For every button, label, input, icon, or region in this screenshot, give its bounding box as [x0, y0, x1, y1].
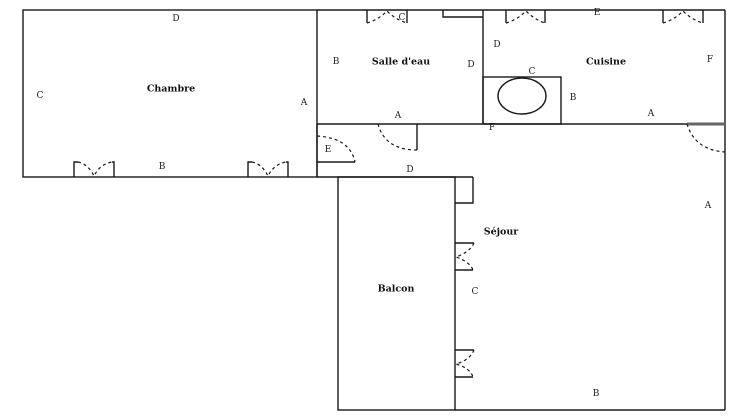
wall-label-f: F — [488, 123, 496, 133]
wall-label-b: B — [332, 57, 340, 67]
wall-label-d: D — [172, 14, 180, 24]
wall-label-d: D — [467, 60, 475, 70]
room-name-cuisine: Cuisine — [586, 56, 626, 68]
wall-label-c: C — [36, 91, 44, 101]
wall-label-a: A — [394, 111, 402, 121]
room-name-salle-deau: Salle d'eau — [371, 56, 431, 68]
sink-counter — [482, 76, 562, 125]
wall-label-e: E — [593, 8, 601, 18]
balcon-walls — [337, 176, 456, 411]
chambre-walls — [22, 9, 318, 178]
wall-label-e: E — [324, 145, 332, 155]
wall-label-b: B — [569, 93, 577, 103]
wall-label-a: A — [300, 98, 308, 108]
wall-label-b: B — [158, 162, 166, 172]
wall-label-a: A — [704, 201, 712, 211]
room-name-balcon: Balcon — [377, 283, 415, 295]
wall-label-f: F — [706, 55, 714, 65]
wall-label-c: C — [398, 13, 406, 23]
room-name-sejour: Séjour — [483, 226, 519, 238]
wall-label-a: A — [647, 109, 655, 119]
wall-label-d: D — [493, 40, 501, 50]
wall-label-c: C — [528, 67, 536, 77]
room-name-chambre: Chambre — [146, 83, 196, 95]
sink-basin-icon — [497, 77, 547, 115]
wall-label-b: B — [592, 389, 600, 399]
wall-label-d: D — [406, 165, 414, 175]
wall-label-c: C — [471, 287, 479, 297]
